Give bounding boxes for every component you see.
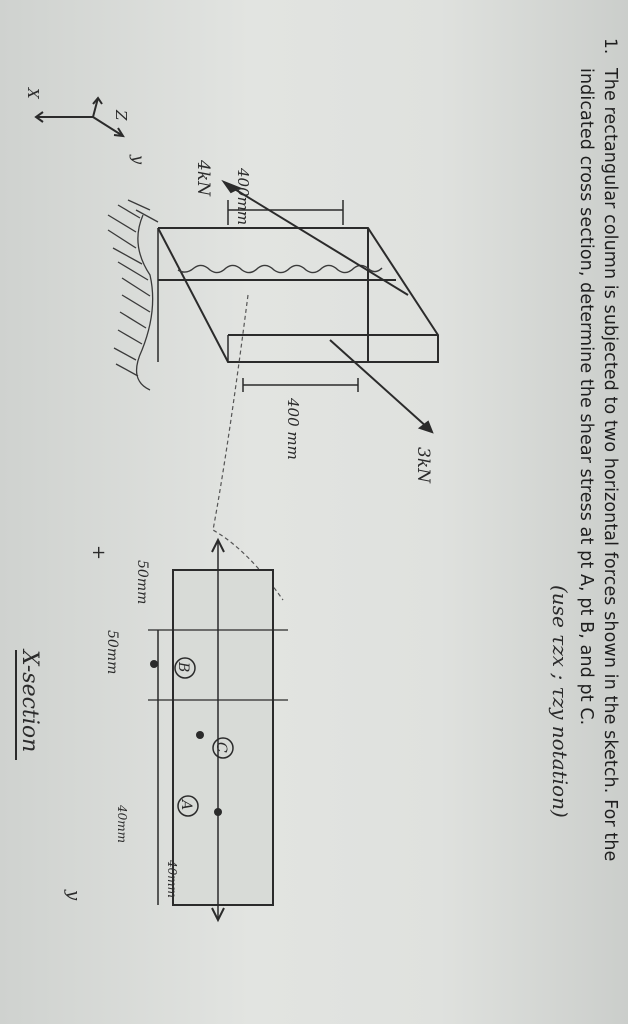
dimension-400-bottom — [242, 378, 359, 392]
cross-section-y-label: y — [63, 889, 84, 901]
dimension-bottom-label: 400 mm — [284, 397, 302, 460]
cross-section-plus: + — [88, 545, 109, 560]
point-a-dot — [214, 808, 222, 816]
point-a-marker: A — [177, 795, 199, 817]
force-3kn-label: 3kN — [413, 447, 433, 484]
point-c-marker: C — [212, 737, 234, 759]
section-leader-line — [212, 294, 284, 601]
axes-triad — [34, 96, 125, 138]
point-a-label: A — [178, 798, 194, 810]
dimension-400-top — [227, 200, 344, 225]
notation-note: (use τzx ; τzy notation) — [548, 585, 572, 818]
dimension-40-c: 40mm — [115, 804, 129, 843]
point-b-dot — [150, 660, 158, 668]
dimension-50-b: 50mm — [104, 630, 120, 674]
force-4kn-label: 4kN — [193, 159, 213, 197]
section-cut-line — [177, 264, 383, 274]
axis-x-label: X — [24, 87, 42, 100]
force-arrow-4kn — [221, 179, 409, 296]
fixed-support-hatching — [107, 199, 159, 391]
point-c-dot — [196, 731, 204, 739]
cross-section-label: X-section — [17, 648, 42, 752]
axis-z-label: Z — [112, 109, 130, 121]
dimension-top-label: 400mm — [234, 167, 252, 225]
force-arrow-3kn — [329, 339, 434, 434]
point-c-label: C — [213, 742, 229, 753]
axis-y-label: y — [129, 154, 148, 165]
dimension-50-a: 50mm — [134, 560, 150, 604]
dimension-40-d: 40mm — [165, 859, 179, 898]
point-b-label: B — [175, 661, 191, 672]
column-drawing — [157, 227, 439, 363]
point-b-marker: B — [174, 657, 196, 679]
